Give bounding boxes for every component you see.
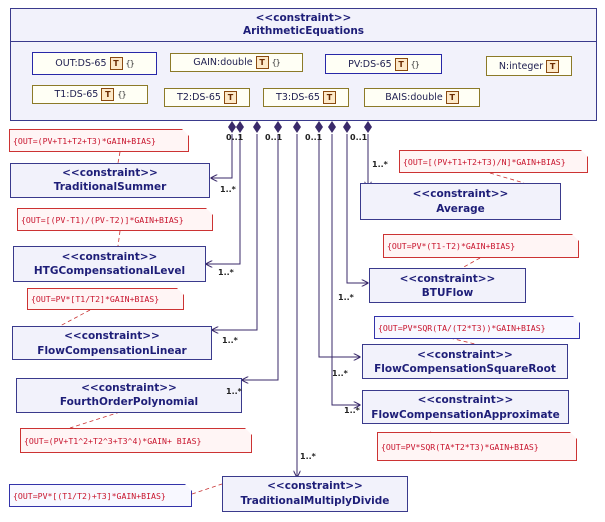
constraint-name: TraditionalMultiplyDivide	[240, 495, 390, 507]
param-t3-label: T3:DS-65	[276, 92, 320, 103]
main-block-divider	[11, 41, 596, 42]
connector-traditional-summer	[211, 134, 233, 178]
mult-fourth-order: 1..*	[226, 387, 242, 396]
connector-sqrt	[318, 134, 360, 357]
param-n[interactable]: N:integer T	[486, 56, 572, 76]
stereotype-label: <<constraint>>	[267, 480, 363, 492]
param-bais[interactable]: BAIS:double T	[364, 88, 480, 107]
constraint-name: FlowCompensationSquareRoot	[374, 363, 556, 375]
param-bais-label: BAIS:double	[385, 92, 443, 103]
constraint-average[interactable]: <<constraint>> Average	[360, 183, 561, 220]
mult-0-1: 0..1	[265, 133, 283, 142]
stereotype-label: <<constraint>>	[417, 394, 514, 406]
note-htg: {OUT=[(PV-T1)/(PV-T2)]*GAIN+BIAS}	[17, 208, 213, 231]
note-traditional-summer: {OUT=(PV+T1+T2+T3)*GAIN+BIAS}	[9, 129, 189, 152]
flow-icon: {}	[410, 59, 420, 69]
flow-icon: {}	[117, 90, 126, 99]
note-flow-sqrt: {OUT=PV*SQR(TA/(T2*T3))*GAIN+BIAS}	[374, 316, 580, 339]
mult-htg: 1..*	[218, 268, 234, 277]
constraint-traditional-summer[interactable]: <<constraint>> TraditionalSummer	[10, 163, 210, 198]
type-icon: T	[445, 91, 459, 104]
constraint-name: FourthOrderPolynomial	[59, 396, 199, 408]
constraint-btu-flow[interactable]: <<constraint>> BTUFlow	[369, 268, 526, 303]
mult-0-1: 0..1	[305, 133, 323, 142]
note-fourth-order: {OUT=(PV+T1^2+T2^3+T3^4)*GAIN+ BIAS}	[20, 428, 252, 453]
type-icon: T	[322, 91, 336, 104]
stereotype-label: <<constraint>>	[81, 382, 177, 394]
connector-flow-linear	[212, 134, 258, 330]
constraint-name: FlowCompensationLinear	[37, 345, 187, 357]
stereotype-label: <<constraint>>	[64, 330, 160, 342]
param-t1-label: T1:DS-65	[54, 89, 99, 100]
flow-icon: {}	[125, 59, 135, 68]
param-t1[interactable]: T1:DS-65 T {}	[32, 85, 148, 104]
stereotype-label: <<constraint>>	[62, 167, 158, 179]
main-block-stereotype: <<constraint>>	[255, 12, 352, 24]
note-btu-flow: {OUT=PV*(T1-T2)*GAIN+BIAS}	[383, 234, 579, 258]
param-pv-label: PV:DS-65	[348, 58, 392, 70]
type-icon: T	[223, 91, 237, 104]
constraint-flow-compensation-square-root[interactable]: <<constraint>> FlowCompensationSquareRoo…	[362, 344, 568, 379]
constraint-name: HTGCompensationalLevel	[33, 265, 186, 277]
param-gain-label: GAIN:double	[193, 57, 253, 68]
param-out[interactable]: OUT:DS-65 T {}	[32, 52, 157, 75]
constraint-traditional-multiply-divide[interactable]: <<constraint>> TraditionalMultiplyDivide	[222, 476, 408, 512]
type-icon: T	[546, 59, 560, 73]
connector-htg	[206, 134, 241, 264]
main-block-name: ArithmeticEquations	[242, 25, 365, 37]
mult-btu-flow: 1..*	[338, 293, 354, 302]
param-t2[interactable]: T2:DS-65 T	[164, 88, 250, 107]
type-icon: T	[255, 56, 269, 69]
type-icon: T	[394, 57, 408, 71]
note-flow-approx: {OUT=PV*SQR(TA*T2*T3)*GAIN+BIAS}	[377, 432, 577, 461]
constraint-flow-compensation-linear[interactable]: <<constraint>> FlowCompensationLinear	[12, 326, 212, 360]
mult-traditional-summer: 1..*	[220, 185, 236, 194]
type-icon: T	[109, 57, 123, 70]
connector-btu	[346, 134, 368, 283]
note-multiply-divide: {OUT=PV*[(T1/T2)+T3]*GAIN+BIAS}	[9, 484, 192, 507]
mult-flow-linear: 1..*	[222, 336, 238, 345]
constraint-name: TraditionalSummer	[53, 181, 167, 193]
stereotype-label: <<constraint>>	[417, 349, 513, 361]
constraint-name: Average	[436, 203, 485, 215]
mult-average: 1..*	[372, 160, 388, 169]
param-t3[interactable]: T3:DS-65 T	[263, 88, 349, 107]
note-flow-linear: {OUT=PV*[T1/T2]*GAIN+BIAS}	[27, 288, 184, 310]
connector-approx	[331, 134, 360, 405]
constraint-name: FlowCompensationApproximate	[371, 409, 560, 421]
flow-icon: {}	[271, 58, 281, 67]
param-n-label: N:integer	[498, 60, 544, 72]
mult-0-1: 0..1	[226, 133, 244, 142]
constraint-name: BTUFlow	[421, 287, 474, 299]
mult-flow-sqrt: 1..*	[332, 369, 348, 378]
constraint-fourth-order-polynomial[interactable]: <<constraint>> FourthOrderPolynomial	[16, 378, 242, 413]
stereotype-label: <<constraint>>	[412, 188, 509, 200]
param-out-label: OUT:DS-65	[55, 58, 107, 69]
mult-0-1: 0..1	[350, 133, 368, 142]
param-gain[interactable]: GAIN:double T {}	[170, 53, 303, 72]
note-average: {OUT=[(PV+T1+T2+T3)/N]*GAIN+BIAS}	[399, 150, 588, 173]
mult-multiply-divide: 1..*	[300, 452, 316, 461]
connector-fourth-order	[242, 134, 279, 380]
stereotype-label: <<constraint>>	[61, 251, 158, 263]
constraint-flow-compensation-approximate[interactable]: <<constraint>> FlowCompensationApproxima…	[362, 390, 569, 424]
constraint-htg-compensational-level[interactable]: <<constraint>> HTGCompensationalLevel	[13, 246, 206, 282]
mult-flow-approx: 1..*	[344, 406, 360, 415]
type-icon: T	[101, 88, 115, 101]
stereotype-label: <<constraint>>	[399, 273, 496, 285]
param-t2-label: T2:DS-65	[177, 92, 221, 103]
param-pv[interactable]: PV:DS-65 T {}	[325, 54, 442, 74]
